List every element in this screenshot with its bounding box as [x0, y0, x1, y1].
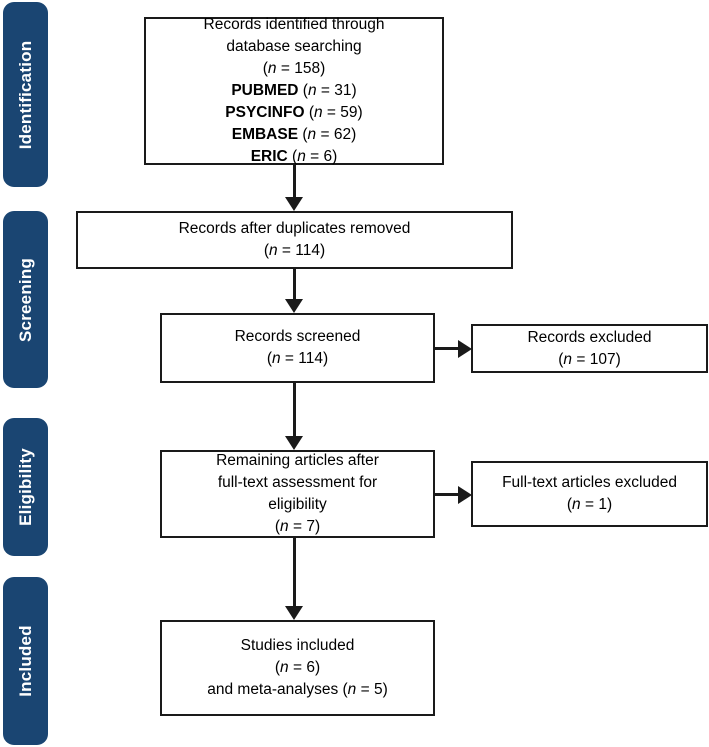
arrow-head-right-icon	[458, 485, 472, 504]
box-records-identified[interactable]: Records identified through database sear…	[144, 16, 444, 168]
paren-open: (	[558, 350, 564, 368]
box-eligibility-line3: eligibility	[268, 496, 327, 513]
box-fulltext-excluded-count: (n = 1)	[567, 494, 612, 516]
paren-open: (	[274, 518, 281, 535]
count-value: = 62)	[316, 126, 357, 143]
count-value: = 7)	[288, 518, 321, 535]
n-symbol: n	[280, 518, 289, 535]
source-name: PSYCINFO	[225, 104, 305, 121]
stage-tab-identification-label: Identification	[15, 40, 35, 149]
box-records-excluded-line1: Records excluded	[527, 328, 652, 346]
count-value: = 158)	[276, 60, 326, 77]
box-included-line1: Studies included	[240, 637, 355, 654]
arrow-shaft	[435, 493, 458, 496]
count-value: = 5)	[356, 681, 388, 698]
box-screened-line1: Records screened	[234, 328, 361, 345]
box-records-identified-source-eric: ERIC (n = 6)	[251, 146, 338, 168]
count-value: = 59)	[322, 104, 363, 121]
arrow-head-down-icon	[285, 606, 303, 620]
box-records-identified-line1: Records identified through	[203, 16, 385, 33]
box-duplicates-count: (n = 114)	[264, 240, 325, 262]
paren-open: (	[263, 242, 269, 259]
n-symbol: n	[314, 104, 323, 121]
box-records-identified-source-embase: EMBASE (n = 62)	[232, 124, 357, 146]
n-symbol: n	[572, 496, 581, 513]
paren-open: (	[302, 82, 308, 99]
arrow-shaft	[435, 347, 458, 350]
box-eligibility-line2: full-text assessment for	[217, 474, 378, 491]
box-fulltext-articles-excluded[interactable]: Full-text articles excluded (n = 1)	[471, 461, 708, 527]
arrow-head-down-icon	[285, 436, 303, 450]
paren-open: (	[302, 126, 308, 143]
paren-open: (	[262, 60, 268, 77]
n-symbol: n	[269, 242, 278, 259]
n-symbol: n	[347, 681, 357, 698]
count-value: = 31)	[316, 82, 357, 99]
box-records-identified-source-psycinfo: PSYCINFO (n = 59)	[225, 102, 362, 124]
stage-tab-included[interactable]: Included	[3, 577, 48, 745]
box-records-identified-line2: database searching	[226, 38, 362, 55]
n-symbol: n	[563, 350, 573, 368]
count-value: = 1)	[580, 496, 613, 513]
box-screened-count: (n = 114)	[267, 348, 328, 370]
meta-analyses-label: and meta-analyses (	[207, 681, 348, 698]
box-studies-included[interactable]: Studies included (n = 6) and meta-analys…	[160, 620, 435, 716]
arrow-shaft	[292, 269, 296, 299]
paren-open: (	[292, 148, 298, 165]
box-records-identified-source-pubmed: PUBMED (n = 31)	[231, 80, 356, 102]
stage-tab-included-label: Included	[15, 625, 35, 697]
paren-open: (	[308, 104, 314, 121]
count-value: = 6)	[288, 659, 321, 676]
paren-open: (	[566, 496, 573, 513]
box-duplicates-line1: Records after duplicates removed	[178, 220, 411, 237]
box-records-screened[interactable]: Records screened (n = 114)	[160, 313, 435, 383]
box-records-after-duplicates-removed[interactable]: Records after duplicates removed (n = 11…	[76, 211, 513, 269]
paren-open: (	[266, 350, 272, 367]
arrow-head-down-icon	[285, 197, 303, 211]
box-eligibility-line1: Remaining articles after	[216, 452, 379, 469]
paren-open: (	[274, 659, 281, 676]
n-symbol: n	[307, 126, 317, 143]
n-symbol: n	[280, 659, 289, 676]
box-included-meta-analyses: and meta-analyses (n = 5)	[207, 679, 388, 701]
stage-tab-eligibility[interactable]: Eligibility	[3, 418, 48, 556]
box-remaining-articles-eligibility[interactable]: Remaining articles after full-text asses…	[160, 450, 435, 538]
box-records-identified-total-count: (n = 158)	[263, 58, 325, 80]
box-included-count: (n = 6)	[275, 657, 320, 679]
arrow-shaft	[292, 538, 296, 606]
n-symbol: n	[297, 148, 306, 165]
box-records-excluded-count: (n = 107)	[558, 349, 620, 371]
count-value: = 107)	[572, 350, 621, 368]
count-value: = 114)	[280, 350, 329, 367]
source-name: ERIC	[250, 148, 288, 165]
n-symbol: n	[272, 350, 281, 367]
stage-tab-eligibility-label: Eligibility	[15, 448, 35, 526]
n-symbol: n	[267, 60, 277, 77]
box-fulltext-excluded-line1: Full-text articles excluded	[502, 474, 677, 491]
count-value: = 6)	[305, 148, 338, 165]
stage-tab-screening-label: Screening	[15, 257, 35, 342]
arrow-head-down-icon	[285, 299, 303, 313]
count-value: = 114)	[277, 242, 326, 259]
arrow-shaft	[292, 165, 296, 197]
arrow-head-right-icon	[458, 339, 472, 358]
box-records-excluded[interactable]: Records excluded (n = 107)	[471, 324, 708, 373]
arrow-shaft	[292, 383, 296, 436]
source-name: PUBMED	[231, 82, 299, 99]
box-eligibility-count: (n = 7)	[275, 516, 320, 538]
stage-tab-identification[interactable]: Identification	[3, 2, 48, 187]
n-symbol: n	[307, 82, 317, 99]
source-name: EMBASE	[231, 126, 299, 143]
stage-tab-screening[interactable]: Screening	[3, 211, 48, 388]
